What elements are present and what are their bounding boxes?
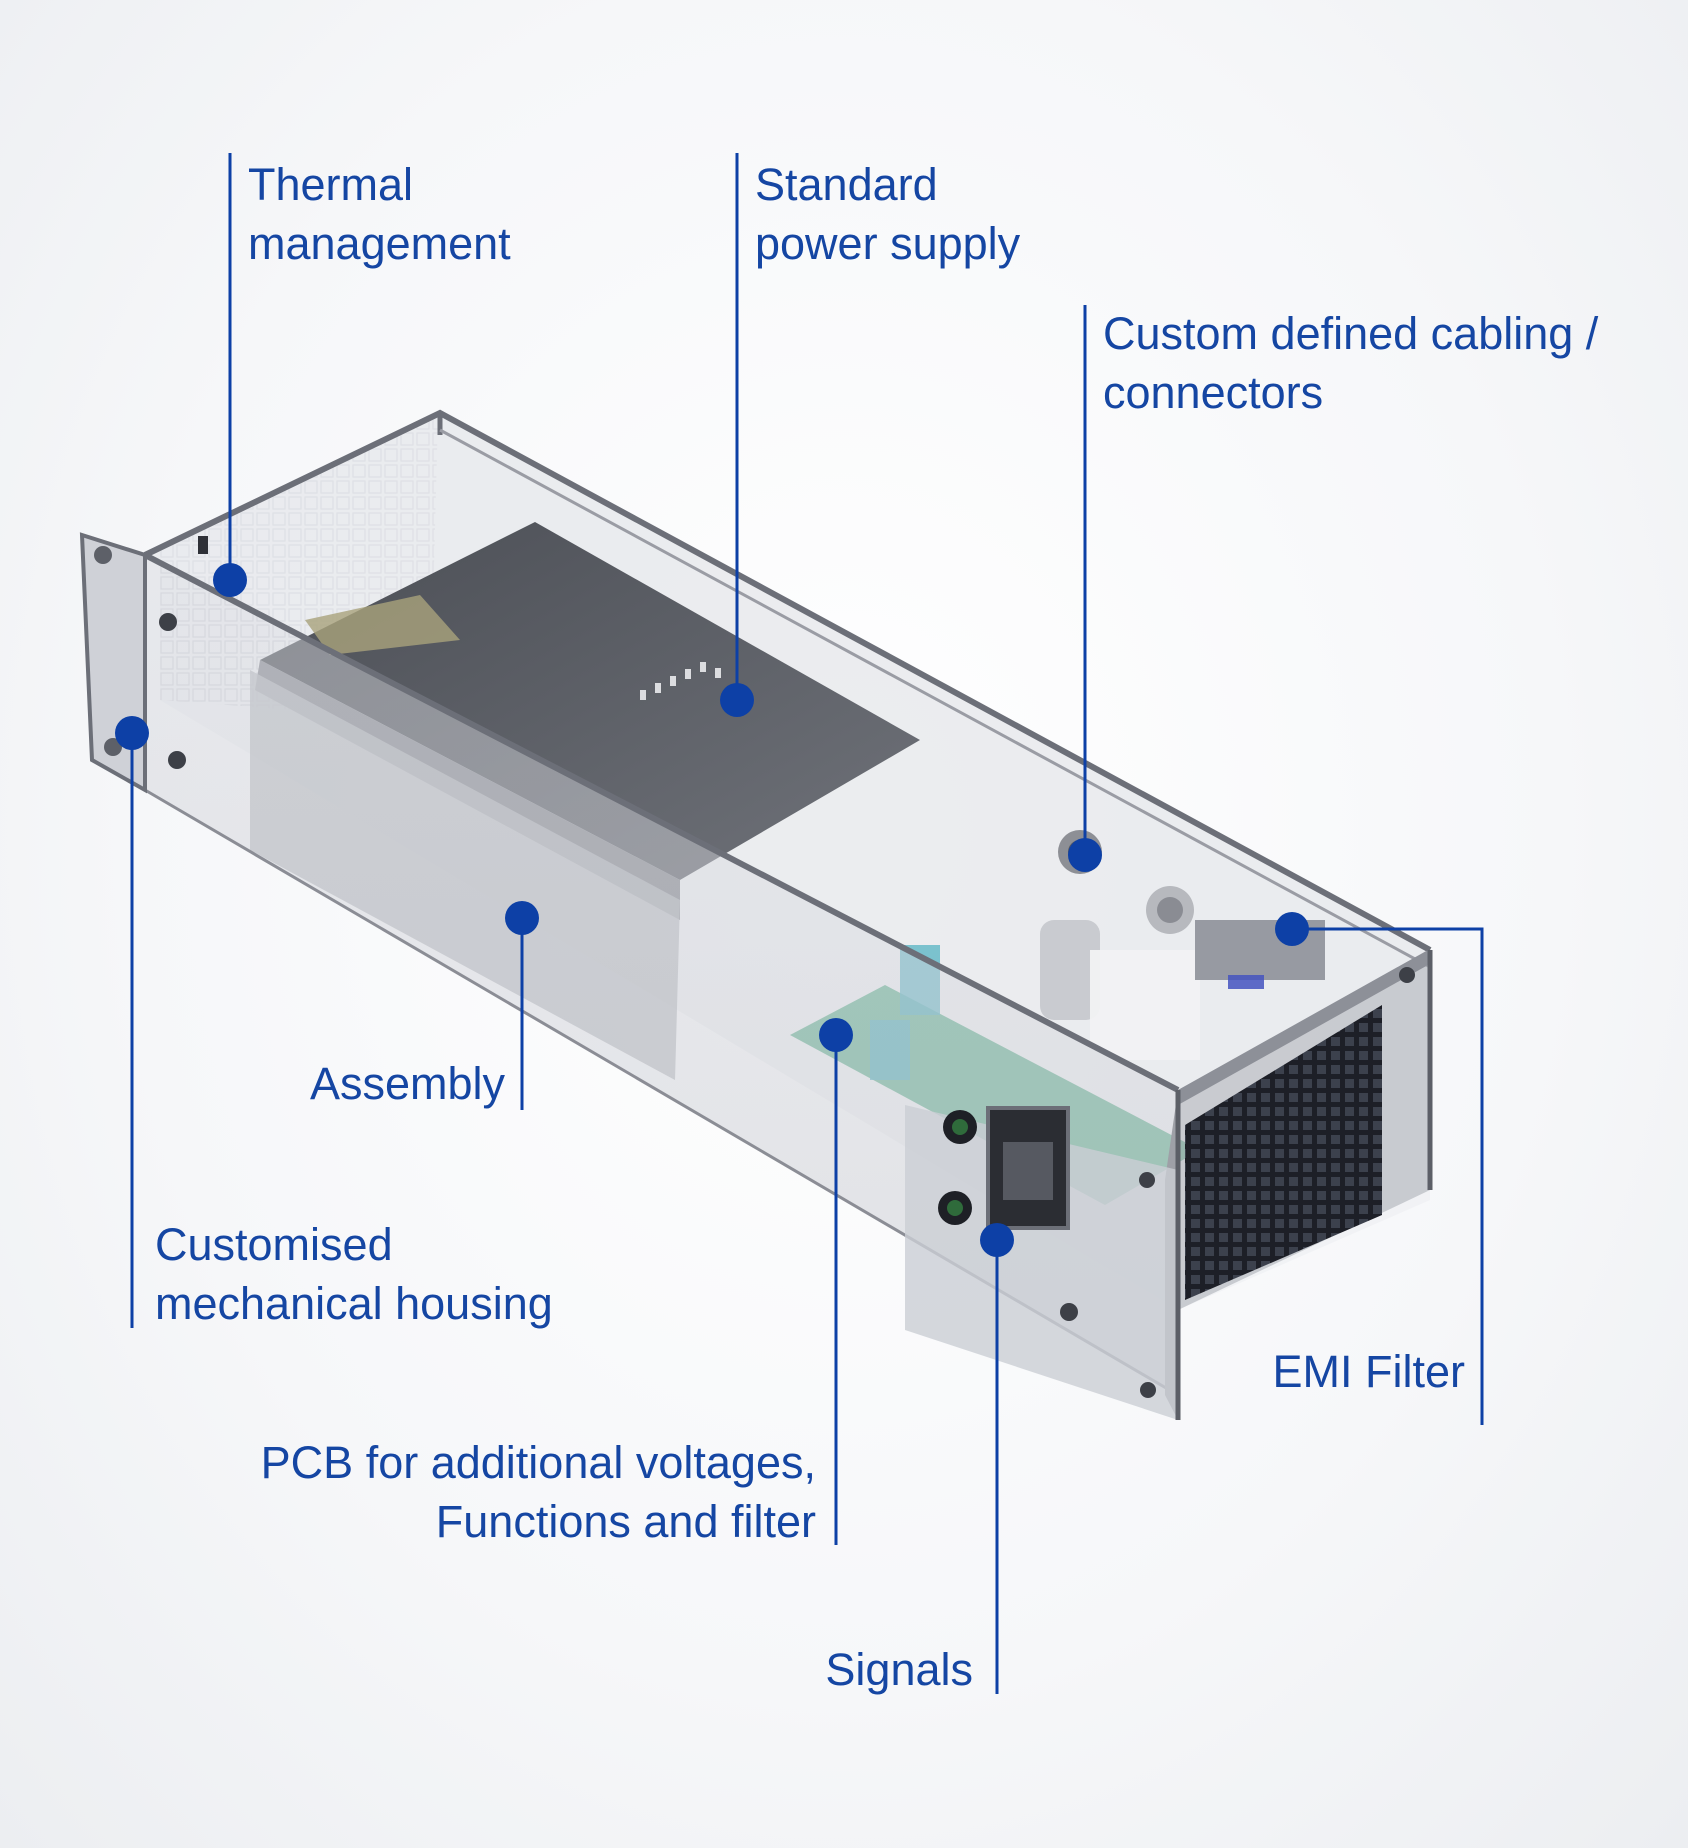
- pcb-line-1: PCB for additional voltages,: [260, 1437, 816, 1488]
- label-standard-power-supply: Standard power supply: [755, 155, 1020, 273]
- right-front-panel: [905, 1090, 1178, 1420]
- label-assembly: Assembly: [310, 1054, 505, 1113]
- emi-line-1: EMI Filter: [1272, 1346, 1465, 1397]
- callout-dots: [115, 563, 1309, 1257]
- thermal-dot: [213, 563, 247, 597]
- pcb-line-2: Functions and filter: [435, 1496, 816, 1547]
- housing-dot: [115, 716, 149, 750]
- emi-dot: [1275, 912, 1309, 946]
- pcb-dot: [819, 1018, 853, 1052]
- housing-line-1: Customised: [155, 1219, 393, 1270]
- assembly-line-1: Assembly: [309, 1058, 505, 1109]
- label-thermal-management: Thermal management: [248, 155, 511, 273]
- thermal-line-1: Thermal: [248, 159, 414, 210]
- callout-lines: [130, 153, 1484, 1694]
- cabling-line-1: Custom defined cabling /: [1103, 308, 1599, 359]
- label-pcb: PCB for additional voltages, Functions a…: [261, 1433, 816, 1551]
- label-customised-housing: Customised mechanical housing: [155, 1215, 553, 1333]
- label-custom-cabling: Custom defined cabling / connectors: [1103, 304, 1598, 422]
- cabling-line-2: connectors: [1103, 367, 1324, 418]
- power-dot: [720, 683, 754, 717]
- signals-dot: [980, 1223, 1014, 1257]
- label-signals: Signals: [825, 1640, 973, 1699]
- power-line-2: power supply: [755, 218, 1021, 269]
- assembly-dot: [505, 901, 539, 935]
- housing-line-2: mechanical housing: [155, 1278, 553, 1329]
- thermal-line-2: management: [248, 218, 511, 269]
- cabling-dot: [1068, 838, 1102, 872]
- signals-line-1: Signals: [825, 1644, 973, 1695]
- power-line-1: Standard: [755, 159, 938, 210]
- label-emi-filter: EMI Filter: [1272, 1342, 1465, 1401]
- fan-mesh-end: [1175, 950, 1433, 1420]
